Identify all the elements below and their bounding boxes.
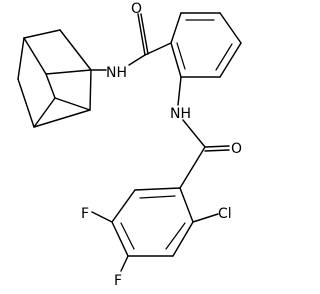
upper-ring-inner-bond-3 xyxy=(176,42,186,70)
upper-ring-bond-3 xyxy=(219,12,242,44)
second-amide xyxy=(177,76,230,189)
benzene-to-nh-bond xyxy=(177,76,182,106)
nh-to-lower-carbonyl-bond xyxy=(182,119,206,148)
lower-ring-bond-5 xyxy=(172,221,194,257)
adamantyl-bond-8 xyxy=(89,69,92,111)
top-carbonyl-oxygen-label: O xyxy=(131,1,142,17)
left-amide-nh-label: NH xyxy=(106,65,127,81)
nh-to-carbonyl-bond xyxy=(128,54,146,66)
adamantyl-bond-6 xyxy=(45,69,92,75)
lower-ring-bond-6 xyxy=(179,187,194,223)
chlorine-bond xyxy=(192,213,219,223)
lower-fluorine-label: F xyxy=(114,273,122,289)
adamantyl-bond-5 xyxy=(17,78,35,128)
fluorine-upper-bond xyxy=(91,211,113,223)
middle-amide-nh-label: NH xyxy=(170,106,191,122)
lower-ring-inner-bond-1 xyxy=(139,195,176,199)
molecule-svg: O NH NH O F F Cl xyxy=(17,1,242,289)
upper-ring-bond-1 xyxy=(170,12,182,44)
lower-ring-bond-3 xyxy=(111,221,129,257)
lower-ring-bond-2 xyxy=(111,189,136,223)
carbonyl-to-benzene-bond xyxy=(144,42,172,56)
lower-ring-inner-bond-2 xyxy=(120,222,135,250)
adamantyl-bond-7 xyxy=(45,73,56,99)
lower-ring-inner-bond-3 xyxy=(165,222,186,250)
upper-fluorine-label: F xyxy=(81,206,89,222)
upper-ring-bond-4 xyxy=(219,42,242,78)
upper-ring-bond-6 xyxy=(170,42,182,78)
chemical-structure-diagram: O NH NH O F F Cl xyxy=(17,1,243,289)
first-amide xyxy=(90,13,172,71)
adamantyl-bond-10 xyxy=(33,97,56,128)
adamantyl-bond-4 xyxy=(59,29,92,71)
lower-carbonyl-c-o-bond-a xyxy=(204,145,230,148)
lower-carbonyl-to-ring-bond xyxy=(179,146,206,189)
carbonyl-c-o-bond-a xyxy=(137,13,146,56)
adamantyl-bond-3 xyxy=(23,37,47,75)
carbonyl-c-o-bond-b xyxy=(140,13,149,55)
atom-labels: O NH NH O F F Cl xyxy=(81,1,242,289)
upper-ring-inner-bond-2 xyxy=(215,43,233,71)
lower-carbonyl-c-o-bond-b xyxy=(204,149,230,152)
fluorine-lower-bond xyxy=(120,255,129,272)
upper-benzene-ring xyxy=(170,12,242,78)
adamantyl-cage xyxy=(17,29,92,128)
adamantyl-bond-1 xyxy=(23,29,61,39)
chlorine-label: Cl xyxy=(218,206,232,222)
lower-benzene-ring xyxy=(91,187,219,272)
adamantyl-bond-2 xyxy=(17,37,25,80)
right-carbonyl-oxygen-label: O xyxy=(231,141,242,157)
lower-ring-bond-1 xyxy=(134,187,181,191)
adamantyl-bond-9 xyxy=(33,109,91,128)
adamantyl-bond-11 xyxy=(54,97,91,111)
